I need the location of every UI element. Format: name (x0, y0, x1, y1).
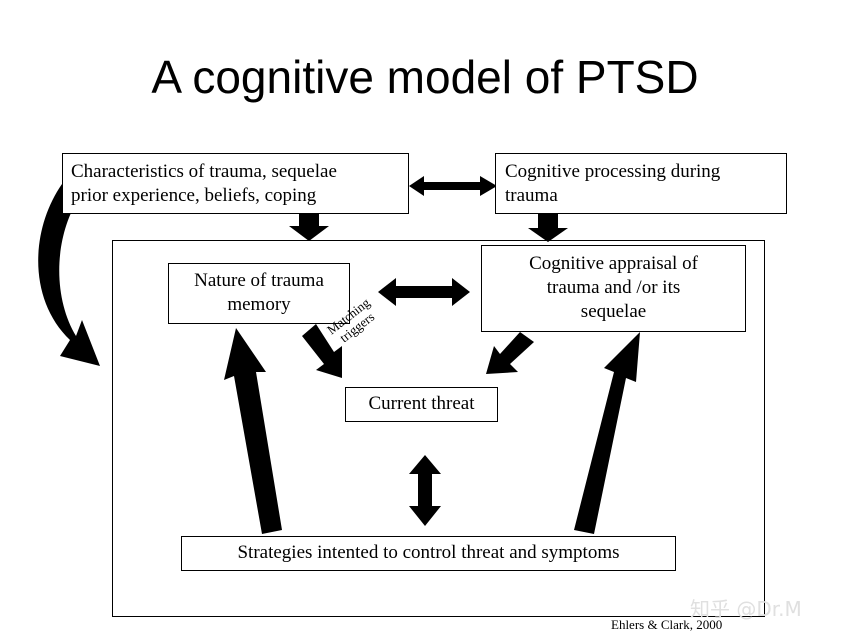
box-strategies: Strategies intented to control threat an… (181, 536, 676, 571)
box-processing-line1: Cognitive processing during (505, 161, 721, 182)
box-appraisal-line3: sequelae (580, 301, 647, 322)
box-characteristics-line1: Characteristics of trauma, sequelae (71, 161, 337, 182)
box-processing: Cognitive processing during trauma (495, 153, 787, 214)
arrow-strategies-to-nature (224, 328, 282, 534)
box-nature-line1: Nature of trauma (194, 270, 324, 291)
arrow-strategies-to-appraisal (574, 332, 640, 534)
box-processing-line2: trauma (505, 185, 558, 206)
down-arrow-processing (528, 214, 568, 242)
box-appraisal: Cognitive appraisal of trauma and /or it… (481, 245, 746, 332)
citation: Ehlers & Clark, 2000 (611, 617, 723, 632)
arrow-nature-to-threat (302, 324, 342, 378)
box-appraisal-line2: trauma and /or its (546, 277, 681, 298)
diagram-title: A cognitive model of PTSD (151, 51, 699, 103)
box-nature: Nature of trauma memory (168, 263, 350, 324)
double-arrow-top (409, 176, 497, 196)
box-characteristics-line2: prior experience, beliefs, coping (71, 185, 317, 206)
inner-frame (112, 240, 765, 617)
box-appraisal-line1: Cognitive appraisal of (529, 253, 698, 274)
box-current-threat: Current threat (345, 387, 498, 422)
box-characteristics: Characteristics of trauma, sequelae prio… (62, 153, 409, 214)
arrow-appraisal-to-threat (486, 332, 534, 374)
double-arrow-vertical (409, 455, 441, 526)
box-nature-line2: memory (227, 294, 291, 315)
watermark: 知乎 @Dr.M (690, 597, 802, 621)
double-arrow-middle (378, 278, 470, 306)
curved-arrow-left (38, 184, 100, 366)
down-arrow-characteristics (289, 214, 329, 241)
